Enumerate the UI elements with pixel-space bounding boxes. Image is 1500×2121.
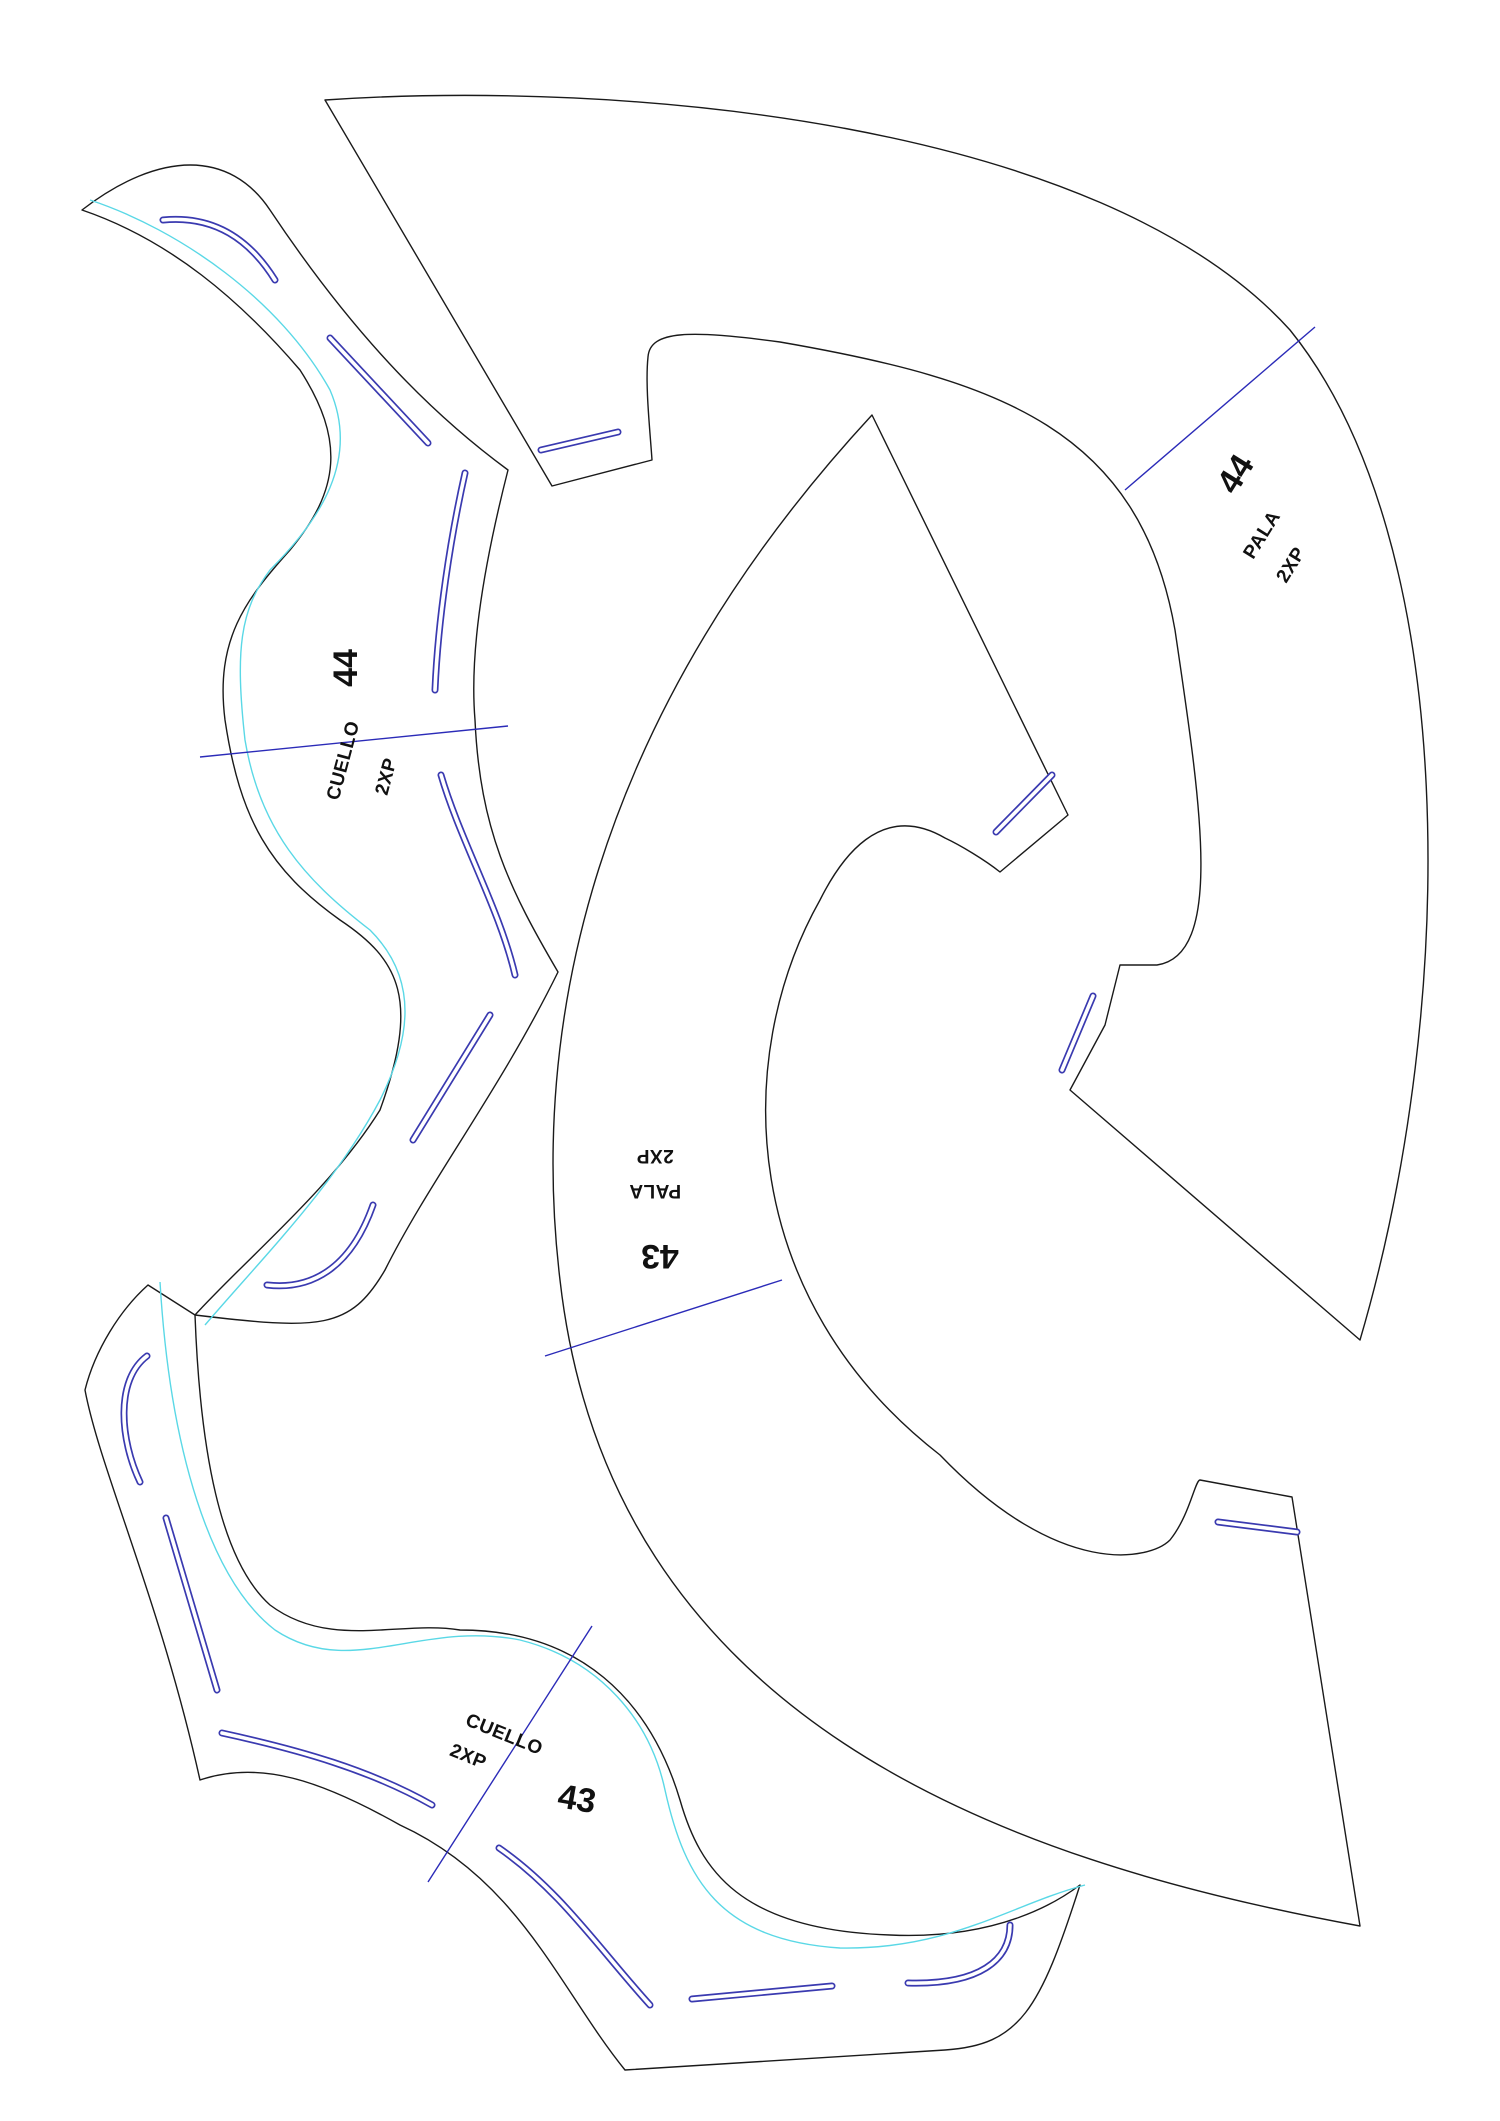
cuello-43-seam-line xyxy=(159,1281,1086,1949)
pala-44-qty: 2XP xyxy=(1273,544,1311,587)
pala-43-qty: 2XP xyxy=(636,1145,673,1166)
cuello-43-qty: 2XP xyxy=(447,1740,490,1773)
pala-44-grain-line xyxy=(1124,326,1316,491)
cuello-44-grain-line xyxy=(199,725,509,758)
cuello-44-size: 44 xyxy=(327,649,365,687)
piece-pala-44: 44 PALA 2XP xyxy=(324,94,1429,1341)
pala-44-size: 44 xyxy=(1210,448,1262,500)
cuello-44-notches xyxy=(159,215,519,1290)
pala-44-name: PALA xyxy=(1240,507,1286,562)
piece-pala-43: 43 PALA 2XP xyxy=(544,414,1361,1927)
cuello-43-size: 43 xyxy=(555,1777,599,1821)
piece-cuello-43: 43 CUELLO 2XP xyxy=(84,1281,1086,2071)
pala-43-outline xyxy=(552,414,1361,1927)
cuello-44-qty: 2XP xyxy=(372,756,402,798)
pala-44-outline xyxy=(324,94,1429,1341)
cuello-44-seam-line xyxy=(89,199,406,1326)
pala-44-notches xyxy=(537,428,1097,1074)
pala-43-notches xyxy=(992,771,1301,1536)
pala-43-grain-line xyxy=(544,1279,783,1357)
cuello-44-outline xyxy=(81,164,559,1324)
pala-43-size: 43 xyxy=(641,1237,679,1275)
pala-43-name: PALA xyxy=(629,1180,681,1201)
cuello-44-name: CUELLO xyxy=(323,719,364,803)
piece-cuello-44: 44 CUELLO 2XP xyxy=(81,164,559,1326)
cuello-43-grain-line xyxy=(427,1625,593,1883)
cuello-43-notches xyxy=(120,1352,1014,2009)
cuello-43-outline xyxy=(84,1284,1081,2071)
